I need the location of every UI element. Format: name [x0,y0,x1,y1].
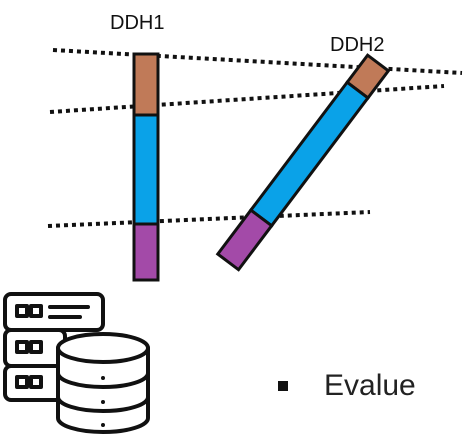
ddh1-top-segment [132,52,160,117]
ddh2-bottom-segment [215,208,274,272]
ddh1-drillhole [132,52,160,282]
bullet-item: Evalue [278,371,416,401]
ddh2-middle-segment [248,80,371,228]
ddh2-drillhole [215,53,391,272]
bullet-text: Evalue [324,369,416,402]
bullet-marker [278,381,288,391]
ddh1-middle-segment [132,113,160,226]
server-database-icon [3,292,150,434]
upper-correlation-line [52,48,463,75]
lower-correlation-line [47,210,371,228]
ddh2-label: DDH2 [330,34,385,56]
ddh1-bottom-segment [132,222,160,282]
ddh1-label: DDH1 [110,12,165,34]
middle-correlation-line [49,84,445,114]
